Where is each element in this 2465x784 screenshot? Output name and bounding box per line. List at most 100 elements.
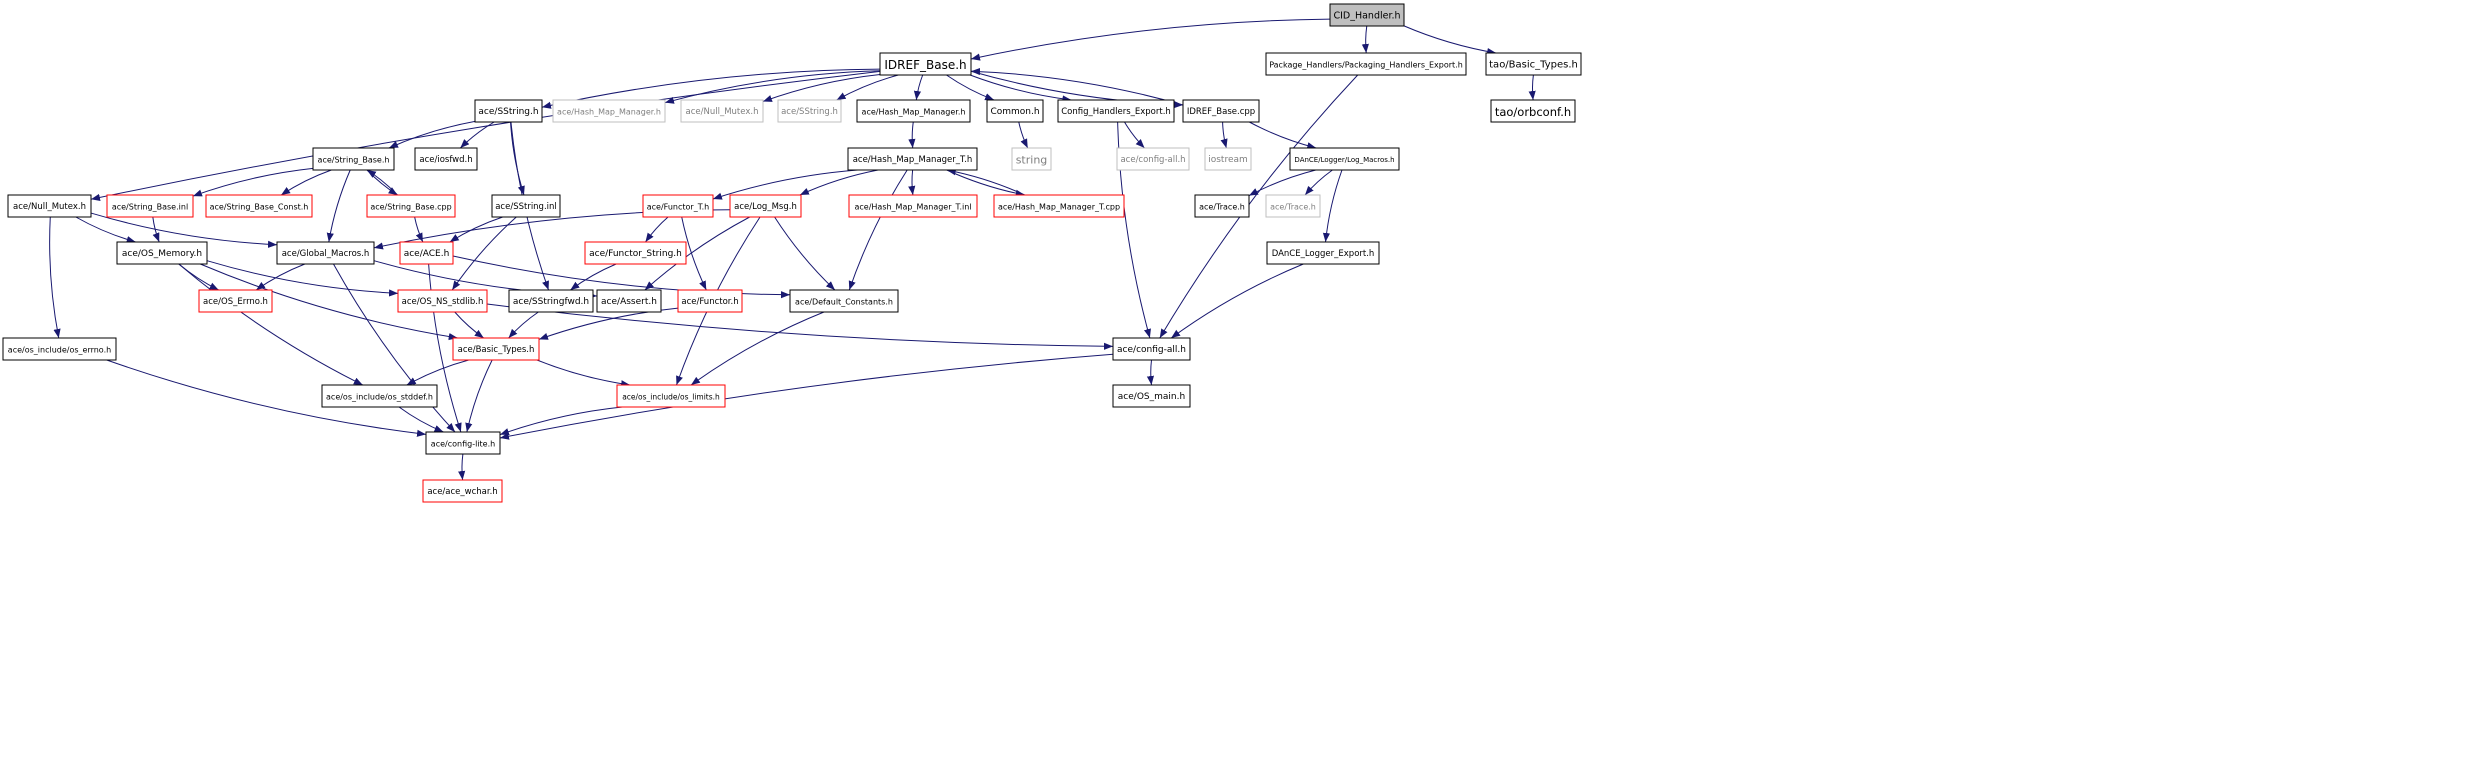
edge-hmmt-to-logmsg	[799, 169, 879, 196]
edge-logmsg-to-assert	[644, 216, 750, 291]
node-box	[508, 289, 594, 313]
node-sbconst[interactable]: ace/String_Base_Const.h	[205, 194, 313, 218]
node-osmem[interactable]: ace/OS_Memory.h	[116, 241, 208, 265]
node-box	[1194, 194, 1250, 218]
node-box	[1116, 147, 1190, 171]
node-assert[interactable]: ace/Assert.h	[596, 289, 662, 313]
node-cfgall1[interactable]: ace/config-all.h	[1116, 147, 1190, 171]
node-sstr[interactable]: ace/SString.h	[474, 99, 543, 123]
edge-hmmt-to-defc	[848, 169, 908, 291]
node-label: ace/config-all.h	[1117, 345, 1186, 355]
node-trace2[interactable]: ace/Trace.h	[1265, 194, 1321, 218]
node-cfgexp[interactable]: Config_Handlers_Export.h	[1057, 99, 1175, 123]
node-common[interactable]: Common.h	[986, 99, 1044, 123]
node-box	[993, 194, 1125, 218]
node-iosfwd[interactable]: ace/iosfwd.h	[414, 147, 478, 171]
node-hmm2[interactable]: ace/Hash_Map_Manager.h	[856, 99, 971, 123]
node-box	[1485, 52, 1582, 76]
node-osstddef[interactable]: ace/os_include/os_stddef.h	[321, 384, 438, 408]
node-trace1[interactable]: ace/Trace.h	[1194, 194, 1250, 218]
node-sstrinl[interactable]: ace/SString.inl	[491, 194, 561, 218]
node-box	[1112, 384, 1191, 408]
node-iostream[interactable]: iostream	[1204, 147, 1252, 171]
edge-cid-to-idrefb	[970, 18, 1331, 61]
node-label: tao/Basic_Types.h	[1489, 60, 1578, 71]
edge-cid-to-pkg	[1361, 25, 1369, 54]
node-gmac[interactable]: ace/Global_Macros.h	[276, 241, 375, 265]
node-label: ace/Functor_T.h	[647, 203, 710, 212]
node-box	[777, 99, 842, 123]
node-cfglite[interactable]: ace/config-lite.h	[425, 431, 501, 455]
node-osmain[interactable]: ace/OS_main.h	[1112, 384, 1191, 408]
node-fstr[interactable]: ace/Functor_String.h	[584, 241, 687, 265]
node-nm1[interactable]: ace/Null_Mutex.h	[680, 99, 764, 123]
node-oserrnoh[interactable]: ace/os_include/os_errno.h	[2, 337, 117, 361]
node-box	[847, 147, 978, 171]
node-sbcpp[interactable]: ace/String_Base.cpp	[366, 194, 456, 218]
node-label: ace/OS_Memory.h	[122, 249, 202, 259]
node-cfgall2[interactable]: ace/config-all.h	[1112, 337, 1191, 361]
node-sstrfwd[interactable]: ace/SStringfwd.h	[508, 289, 594, 313]
node-box	[276, 241, 375, 265]
node-box	[986, 99, 1044, 123]
edge-strbase-to-sbconst	[280, 169, 332, 196]
node-label: ace/Default_Constants.h	[795, 298, 893, 307]
edge-hmmt-to-hmmtcpp	[946, 169, 1025, 197]
node-label: tao/orbconf.h	[1495, 105, 1571, 119]
edges-layer	[49, 18, 1536, 481]
node-cid[interactable]: CID_Handler.h	[1329, 3, 1405, 27]
node-box	[552, 99, 666, 123]
node-oslimits[interactable]: ace/os_include/os_limits.h	[616, 384, 726, 408]
edge-idrefb-to-common	[946, 74, 995, 101]
node-hmmtinl[interactable]: ace/Hash_Map_Manager_T.inl	[848, 194, 978, 218]
node-sbinl[interactable]: ace/String_Base.inl	[106, 194, 194, 218]
node-osnsstd[interactable]: ace/OS_NS_stdlib.h	[397, 289, 488, 313]
node-label: ace/Functor_String.h	[589, 249, 682, 259]
node-oserrno[interactable]: ace/OS_Errno.h	[198, 289, 273, 313]
node-label: ace/Functor.h	[681, 297, 738, 307]
node-sstr2[interactable]: ace/SString.h	[777, 99, 842, 123]
edge-dloggerexp-to-cfgall2	[1170, 263, 1304, 339]
node-functor[interactable]: ace/Functor.h	[677, 289, 743, 313]
node-idrefb[interactable]: IDREF_Base.h	[879, 52, 972, 76]
edge-osstddef-to-cfglite	[398, 406, 444, 433]
node-logmsg[interactable]: ace/Log_Msg.h	[729, 194, 802, 218]
node-pkg[interactable]: Package_Handlers/Packaging_Handlers_Expo…	[1265, 52, 1467, 76]
node-string[interactable]: string	[1011, 147, 1052, 171]
node-defc[interactable]: ace/Default_Constants.h	[789, 289, 899, 313]
node-functt[interactable]: ace/Functor_T.h	[642, 194, 714, 218]
node-taobt[interactable]: tao/Basic_Types.h	[1485, 52, 1582, 76]
edge-functt-to-functor	[681, 216, 707, 291]
node-label: ace/iosfwd.h	[419, 155, 472, 165]
node-strbase[interactable]: ace/String_Base.h	[312, 147, 395, 171]
node-box	[414, 147, 478, 171]
edge-common-to-string	[1018, 121, 1029, 149]
node-box	[584, 241, 687, 265]
edge-sstr-to-sstrinl	[510, 121, 525, 196]
node-box	[366, 194, 456, 218]
node-hmmtcpp[interactable]: ace/Hash_Map_Manager_T.cpp	[993, 194, 1125, 218]
node-dloggerexp[interactable]: DAnCE_Logger_Export.h	[1266, 241, 1380, 265]
node-acemain[interactable]: ace/ACE.h	[399, 241, 454, 265]
edge-idrefb-to-sstr	[541, 68, 881, 109]
edge-dlm-to-trace2	[1304, 169, 1333, 196]
node-label: ace/Assert.h	[601, 297, 657, 307]
node-label: ace/Hash_Map_Manager.h	[862, 108, 966, 117]
node-wchar[interactable]: ace/ace_wchar.h	[422, 479, 503, 503]
edge-basict-to-cfglite	[465, 359, 493, 433]
edge-cfgexp-to-cfgall1	[1124, 121, 1145, 149]
edge-defc-to-oslimits	[690, 311, 825, 386]
node-nmutex[interactable]: ace/Null_Mutex.h	[7, 194, 92, 218]
edge-osmem-to-osnsstd	[206, 260, 399, 297]
edge-strbase-to-gmac	[326, 169, 351, 243]
node-taoorb[interactable]: tao/orbconf.h	[1490, 99, 1576, 123]
edge-oserrnoh-to-cfglite	[106, 359, 427, 437]
node-hmmt[interactable]: ace/Hash_Map_Manager_T.h	[847, 147, 978, 171]
node-hmm1[interactable]: ace/Hash_Map_Manager.h	[552, 99, 666, 123]
node-basict[interactable]: ace/Basic_Types.h	[452, 337, 540, 361]
node-dlm[interactable]: DAnCE/Logger/Log_Macros.h	[1289, 147, 1400, 171]
node-label: ace/SString.inl	[495, 202, 557, 212]
node-idrefcpp[interactable]: IDREF_Base.cpp	[1182, 99, 1260, 123]
edge-idrefcpp-to-iostream	[1220, 121, 1228, 149]
edge-oslimits-to-cfglite	[499, 406, 623, 436]
